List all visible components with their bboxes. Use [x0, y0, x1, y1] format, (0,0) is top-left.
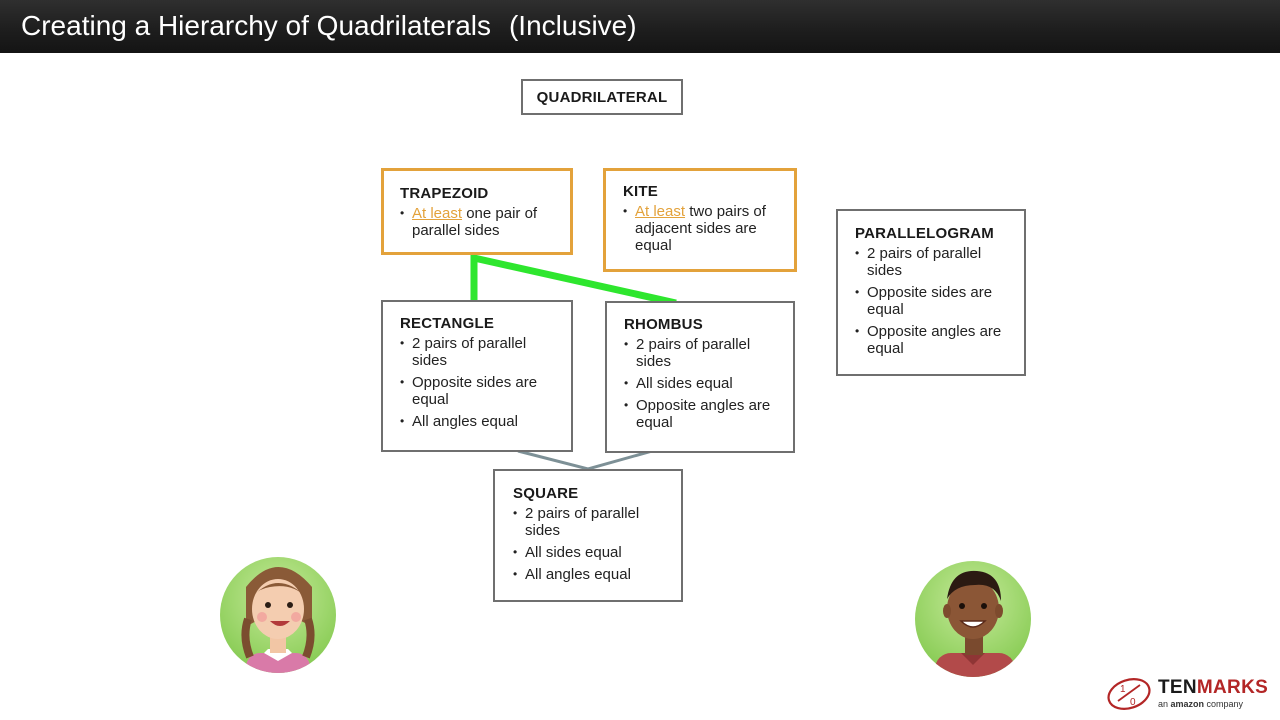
rhombus-title: RHOMBUS	[624, 316, 703, 333]
trapezoid-box: TRAPEZOID At least one pair of parallel …	[381, 168, 573, 255]
kite-property-text: two pairs of adjacent sides are equal	[635, 203, 766, 254]
square-box: SQUARE 2 pairs of parallel sides All sid…	[493, 469, 683, 602]
rectangle-property: All angles equal	[400, 413, 561, 430]
tenmarks-logo-icon: 1 0	[1107, 678, 1151, 710]
square-property: All angles equal	[513, 566, 671, 583]
girl-avatar-icon	[220, 557, 336, 673]
trapezoid-title: TRAPEZOID	[400, 185, 489, 202]
logo-tagline-prefix: an	[1158, 699, 1171, 709]
parallelogram-properties: 2 pairs of parallel sides Opposite sides…	[855, 245, 1014, 357]
quadrilateral-box: QUADRILATERAL	[521, 79, 683, 115]
parallelogram-property: Opposite sides are equal	[855, 284, 1014, 318]
kite-title: KITE	[623, 183, 658, 200]
rhombus-property: 2 pairs of parallel sides	[624, 336, 783, 370]
trapezoid-property-text: one pair of parallel sides	[412, 205, 538, 239]
svg-text:0: 0	[1130, 697, 1136, 708]
rectangle-properties: 2 pairs of parallel sides Opposite sides…	[400, 335, 561, 430]
parallelogram-title: PARALLELOGRAM	[855, 225, 994, 242]
logo-tagline: an amazon company	[1158, 699, 1243, 709]
parallelogram-box: PARALLELOGRAM 2 pairs of parallel sides …	[836, 209, 1026, 376]
square-properties: 2 pairs of parallel sides All sides equa…	[513, 505, 671, 583]
kite-box: KITE At least two pairs of adjacent side…	[603, 168, 797, 272]
boy-avatar-icon	[915, 561, 1031, 677]
kite-property: At least two pairs of adjacent sides are…	[623, 203, 784, 254]
trapezoid-properties: At least one pair of parallel sides	[400, 205, 560, 239]
svg-text:1: 1	[1120, 684, 1126, 695]
logo-tagline-suffix: company	[1204, 699, 1244, 709]
kite-highlight: At least	[635, 203, 686, 220]
tenmarks-logo: 1 0 TENMARKS an amazon company	[1106, 675, 1268, 715]
connector-square-parents	[517, 449, 653, 471]
logo-brand-suffix: MARKS	[1196, 677, 1269, 698]
logo-tagline-brand: amazon	[1170, 699, 1205, 709]
square-title: SQUARE	[513, 485, 579, 502]
parallelogram-property: 2 pairs of parallel sides	[855, 245, 1014, 279]
parallelogram-property: Opposite angles are equal	[855, 323, 1014, 357]
title-bar: Creating a Hierarchy of Quadrilaterals (I…	[0, 0, 1280, 53]
slide-title-main: Creating a Hierarchy of Quadrilaterals	[21, 10, 491, 41]
rhombus-property: Opposite angles are equal	[624, 397, 783, 431]
kite-properties: At least two pairs of adjacent sides are…	[623, 203, 784, 254]
quadrilateral-title: QUADRILATERAL	[536, 88, 668, 106]
square-property: All sides equal	[513, 544, 671, 561]
square-property: 2 pairs of parallel sides	[513, 505, 671, 539]
trapezoid-highlight: At least	[412, 205, 463, 222]
rectangle-title: RECTANGLE	[400, 315, 495, 332]
rhombus-properties: 2 pairs of parallel sides All sides equa…	[624, 336, 783, 431]
rectangle-property: Opposite sides are equal	[400, 374, 561, 408]
logo-brand: TENMARKS	[1158, 677, 1268, 699]
rhombus-box: RHOMBUS 2 pairs of parallel sides All si…	[605, 301, 795, 453]
rectangle-property: 2 pairs of parallel sides	[400, 335, 561, 369]
slide-title-subtitle: (Inclusive)	[508, 10, 637, 41]
rectangle-box: RECTANGLE 2 pairs of parallel sides Oppo…	[381, 300, 573, 452]
slide-title: Creating a Hierarchy of Quadrilaterals (I…	[21, 9, 637, 43]
trapezoid-property: At least one pair of parallel sides	[400, 205, 560, 239]
logo-brand-prefix: TEN	[1158, 677, 1197, 698]
connector-trapezoid-rectangle-rhombus	[470, 253, 677, 307]
rhombus-property: All sides equal	[624, 375, 783, 392]
